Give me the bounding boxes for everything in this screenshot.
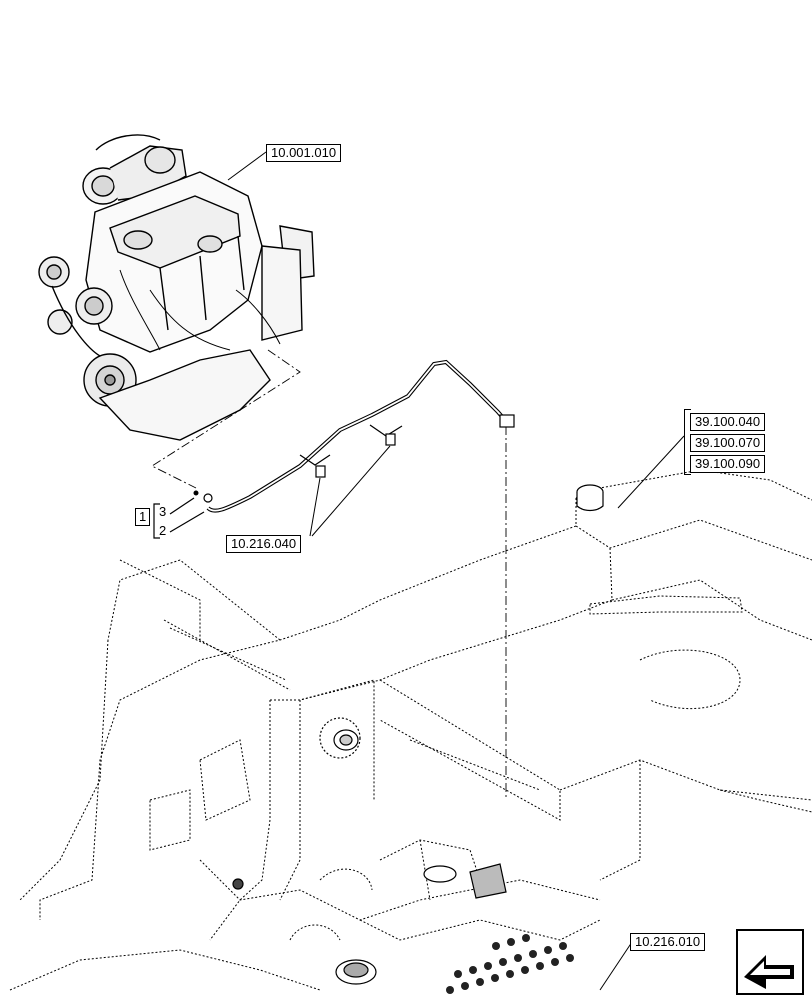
tank-reference-label[interactable]: 10.216.010: [630, 933, 706, 951]
item-bracket: [153, 497, 205, 539]
frame-reference-label-2[interactable]: 39.100.070: [690, 434, 766, 452]
engine-illustration: [38, 134, 315, 441]
tank-grille: [446, 934, 574, 994]
tank-cap: [335, 959, 377, 985]
clip-markers: [299, 424, 403, 478]
item-group-number[interactable]: 1: [135, 508, 151, 526]
frame-reference-label-1[interactable]: 39.100.040: [690, 413, 766, 431]
frame-details: [232, 484, 604, 899]
item-number-3: 3: [159, 504, 167, 519]
clip-reference-label[interactable]: 10.216.040: [226, 535, 302, 553]
next-page-button[interactable]: [736, 929, 804, 995]
frame-reference-label-3[interactable]: 39.100.090: [690, 455, 766, 473]
item-number-2: 2: [159, 523, 167, 538]
engine-reference-label[interactable]: 10.001.010: [266, 144, 342, 162]
next-page-arrow-icon: [744, 955, 794, 989]
projection-lines: [151, 349, 507, 800]
chassis-frame: [9, 469, 812, 991]
frame-reference-bracket: [684, 409, 691, 475]
fuel-line: [193, 359, 515, 513]
